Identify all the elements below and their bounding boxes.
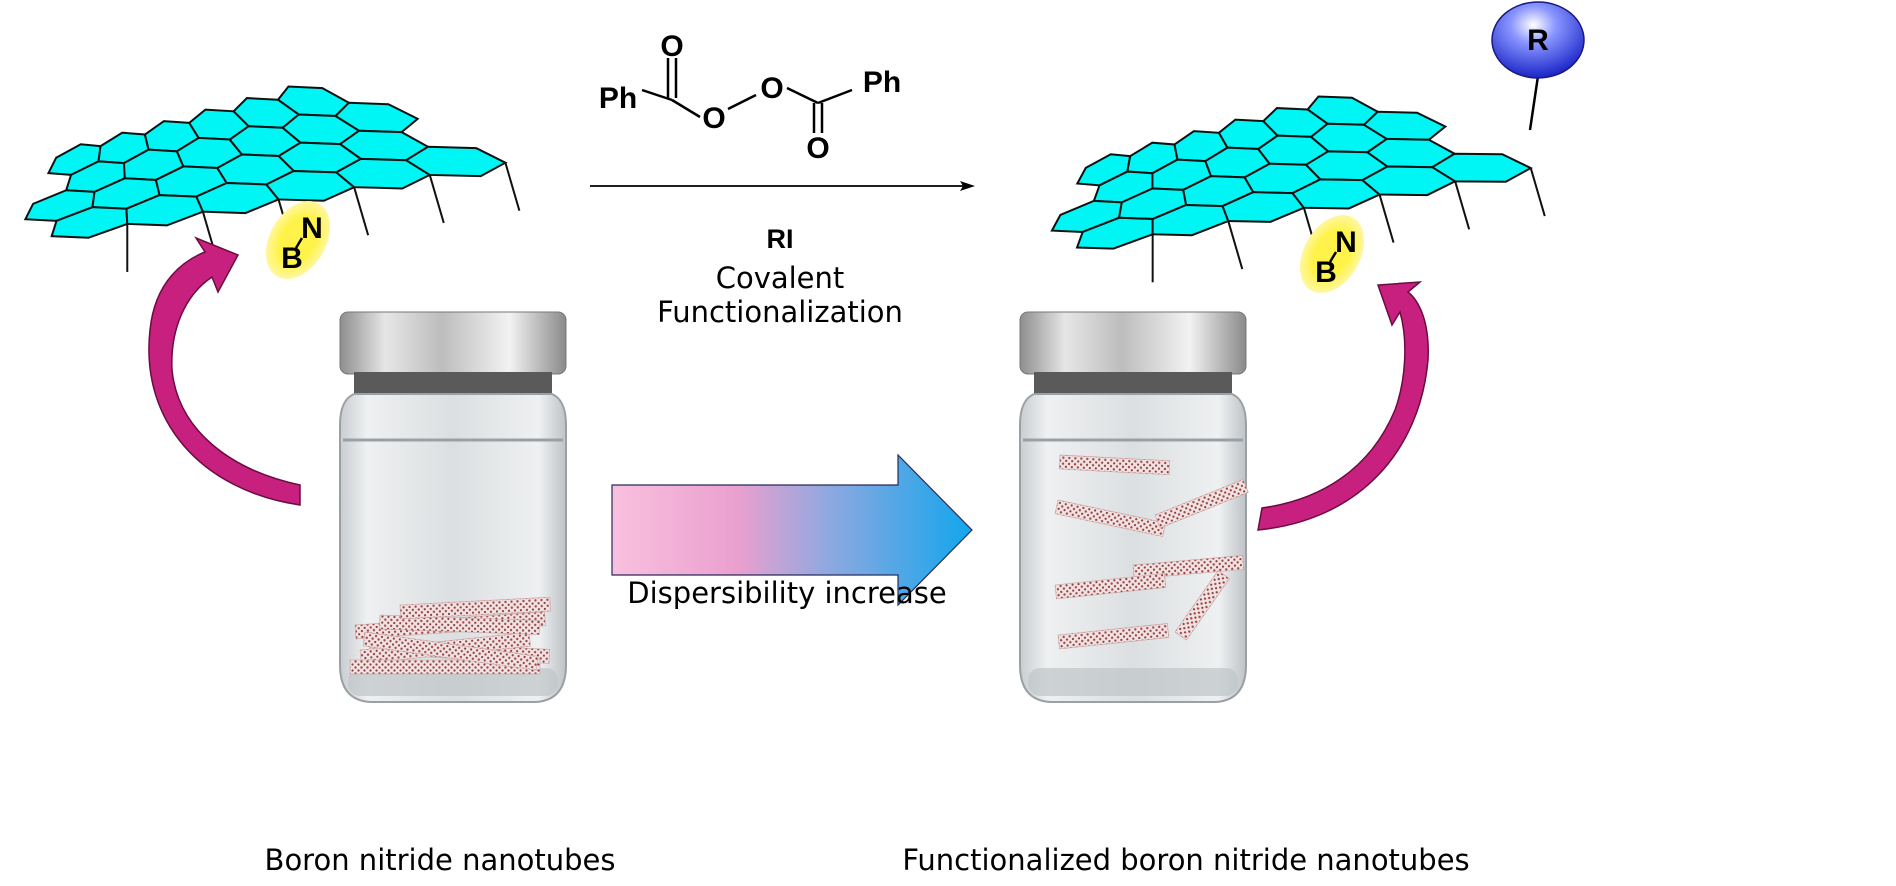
bn-sheet-left	[23, 85, 521, 272]
nanotube	[399, 596, 551, 620]
nanotube	[1058, 454, 1171, 476]
bn-sheet-right	[1050, 95, 1546, 283]
benzoyl-peroxide-structure	[641, 58, 853, 133]
bn-highlight-right: N B	[1299, 215, 1365, 293]
bond-line	[428, 174, 445, 224]
nanotube	[1057, 623, 1170, 650]
hexagon-cell	[1430, 152, 1533, 183]
vial-functionalized-bn-nanotubes	[1019, 311, 1249, 703]
nitrogen-label: N	[1335, 226, 1357, 259]
bond-line	[1378, 194, 1395, 243]
peroxide-oxygen-2: O	[760, 72, 783, 105]
nanotube	[1154, 479, 1249, 529]
bond-line	[1529, 167, 1546, 217]
label-functionalized-bn-nanotubes: Functionalized boron nitride nanotubes	[902, 843, 1469, 877]
dispersibility-label: Dispersibility increase	[627, 576, 946, 610]
nitrogen-label: N	[301, 212, 323, 245]
boron-label: B	[1315, 256, 1337, 289]
phenyl-left: Ph	[599, 82, 637, 115]
curved-arrow-left-icon	[148, 236, 301, 506]
carbonyl-oxygen-2: O	[806, 132, 829, 165]
curved-arrow-right-icon	[1257, 281, 1429, 531]
bond-line	[1454, 181, 1471, 230]
step-label-line2: Functionalization	[657, 295, 903, 329]
vial-cap	[339, 311, 567, 375]
nanotube	[1132, 555, 1245, 580]
vial-bn-nanotubes	[339, 311, 567, 703]
vial-neck	[1034, 372, 1232, 394]
nanotube	[379, 614, 541, 635]
bond-line	[353, 186, 370, 236]
nanotube	[1174, 570, 1230, 641]
vial-base	[348, 668, 558, 696]
bond-line	[1227, 220, 1244, 270]
vial-cap	[1019, 311, 1247, 375]
carbonyl-oxygen-1: O	[660, 30, 683, 63]
boron-label: B	[281, 242, 303, 275]
peroxide-oxygen-1: O	[702, 102, 725, 135]
phenyl-right: Ph	[863, 66, 901, 99]
nanotube	[362, 631, 539, 671]
label-bn-nanotubes: Boron nitride nanotubes	[265, 843, 616, 877]
vial-base	[1028, 668, 1238, 696]
r-group: R	[1491, 1, 1585, 131]
nanotube	[1054, 499, 1166, 537]
dispersibility-arrow-icon	[611, 453, 973, 607]
r-group-label: R	[1527, 24, 1549, 57]
bond-line	[504, 162, 521, 211]
nanotube	[1054, 573, 1167, 600]
reagent-ri: RI	[767, 224, 794, 254]
reaction-arrow	[590, 181, 975, 191]
vial-neck	[354, 372, 552, 394]
bn-highlight-left: N B	[265, 201, 331, 279]
step-label-line1: Covalent	[716, 261, 845, 295]
